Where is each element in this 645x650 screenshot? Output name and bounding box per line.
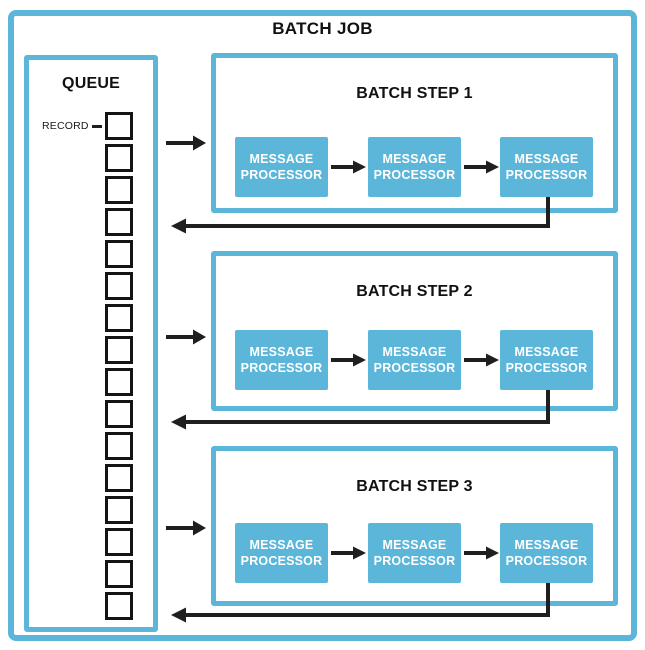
batch-step-3-title: BATCH STEP 3 bbox=[356, 478, 473, 495]
queue-record bbox=[105, 144, 133, 172]
batch-step-2: BATCH STEP 2 MESSAGE PROCESSOR MESSAGE P… bbox=[211, 251, 618, 411]
queue-record bbox=[105, 208, 133, 236]
queue-title: QUEUE bbox=[62, 75, 120, 92]
record-pointer-line bbox=[91, 124, 102, 128]
queue-record bbox=[105, 368, 133, 396]
queue-record bbox=[105, 112, 133, 140]
record-label: RECORD bbox=[42, 120, 102, 132]
batch-job-title: BATCH JOB bbox=[272, 19, 373, 38]
queue-record bbox=[105, 592, 133, 620]
queue-record bbox=[105, 336, 133, 364]
batch-step-1-title: BATCH STEP 1 bbox=[356, 85, 473, 102]
message-processor: MESSAGE PROCESSOR bbox=[500, 137, 593, 197]
message-processor: MESSAGE PROCESSOR bbox=[500, 330, 593, 390]
queue-record bbox=[105, 528, 133, 556]
message-processor: MESSAGE PROCESSOR bbox=[500, 523, 593, 583]
queue-record bbox=[105, 432, 133, 460]
record-label-text: RECORD bbox=[42, 120, 89, 132]
queue-record bbox=[105, 496, 133, 524]
queue-record bbox=[105, 304, 133, 332]
batch-step-3: BATCH STEP 3 MESSAGE PROCESSOR MESSAGE P… bbox=[211, 446, 618, 606]
message-processor: MESSAGE PROCESSOR bbox=[368, 137, 461, 197]
queue-record bbox=[105, 560, 133, 588]
queue-record bbox=[105, 464, 133, 492]
queue-record bbox=[105, 272, 133, 300]
queue-container: QUEUE bbox=[24, 55, 158, 632]
batch-step-1: BATCH STEP 1 MESSAGE PROCESSOR MESSAGE P… bbox=[211, 53, 618, 213]
queue-record bbox=[105, 240, 133, 268]
message-processor: MESSAGE PROCESSOR bbox=[235, 523, 328, 583]
queue-record bbox=[105, 176, 133, 204]
record-list bbox=[105, 112, 133, 620]
batch-step-2-title: BATCH STEP 2 bbox=[356, 283, 473, 300]
queue-record bbox=[105, 400, 133, 428]
message-processor: MESSAGE PROCESSOR bbox=[368, 330, 461, 390]
message-processor: MESSAGE PROCESSOR bbox=[235, 330, 328, 390]
message-processor: MESSAGE PROCESSOR bbox=[235, 137, 328, 197]
message-processor: MESSAGE PROCESSOR bbox=[368, 523, 461, 583]
